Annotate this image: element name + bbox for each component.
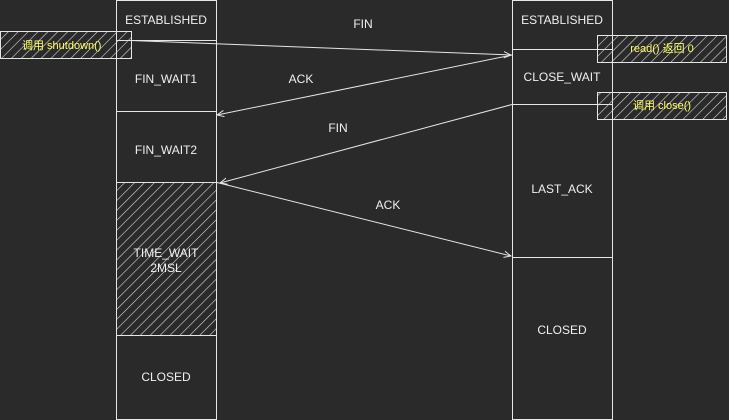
note-shutdown-label: 调用 shutdown() — [22, 39, 101, 52]
message-fin-client-to-server: FIN — [130, 17, 511, 56]
arrow-fin-1 — [130, 40, 511, 56]
label-ack-1: ACK — [289, 72, 314, 86]
arrow-ack-1 — [217, 54, 513, 115]
client-state-time-wait: TIME_WAIT — [134, 246, 200, 260]
arrow-ack-2 — [216, 182, 511, 257]
server-column-frame — [512, 0, 613, 420]
server-state-close-wait: CLOSE_WAIT — [524, 70, 602, 84]
message-ack-client-to-server: ACK — [216, 182, 511, 257]
server-column: ESTABLISHED CLOSE_WAIT LAST_ACK CLOSED — [512, 0, 613, 420]
note-shutdown-box — [0, 31, 132, 59]
client-column: ESTABLISHED FIN_WAIT1 FIN_WAIT2 TIME_WAI… — [116, 0, 217, 420]
message-ack-server-to-client: ACK — [217, 54, 513, 115]
note-close-label: 调用 close() — [633, 99, 691, 112]
time-wait-hatched-block — [116, 182, 217, 336]
client-state-fin-wait2: FIN_WAIT2 — [135, 143, 198, 157]
server-state-last-ack: LAST_ACK — [531, 182, 592, 196]
note-read-label: read() 返回 0 — [630, 42, 694, 55]
server-state-closed: CLOSED — [537, 323, 587, 337]
client-state-closed: CLOSED — [141, 370, 191, 384]
message-fin-server-to-client: FIN — [220, 104, 513, 184]
label-ack-2: ACK — [376, 198, 401, 212]
label-fin-2: FIN — [328, 121, 347, 135]
note-close: 调用 close() — [597, 92, 727, 120]
note-close-box — [597, 92, 727, 120]
note-read-returns-zero: read() 返回 0 — [597, 35, 727, 63]
client-state-established: ESTABLISHED — [125, 13, 207, 27]
arrow-fin-2 — [220, 104, 513, 184]
client-state-fin-wait1: FIN_WAIT1 — [135, 72, 198, 86]
label-fin-1: FIN — [353, 17, 372, 31]
client-state-2msl: 2MSL — [150, 261, 182, 275]
server-state-established: ESTABLISHED — [521, 13, 603, 27]
note-read-box — [597, 35, 727, 63]
note-shutdown: 调用 shutdown() — [0, 31, 132, 59]
